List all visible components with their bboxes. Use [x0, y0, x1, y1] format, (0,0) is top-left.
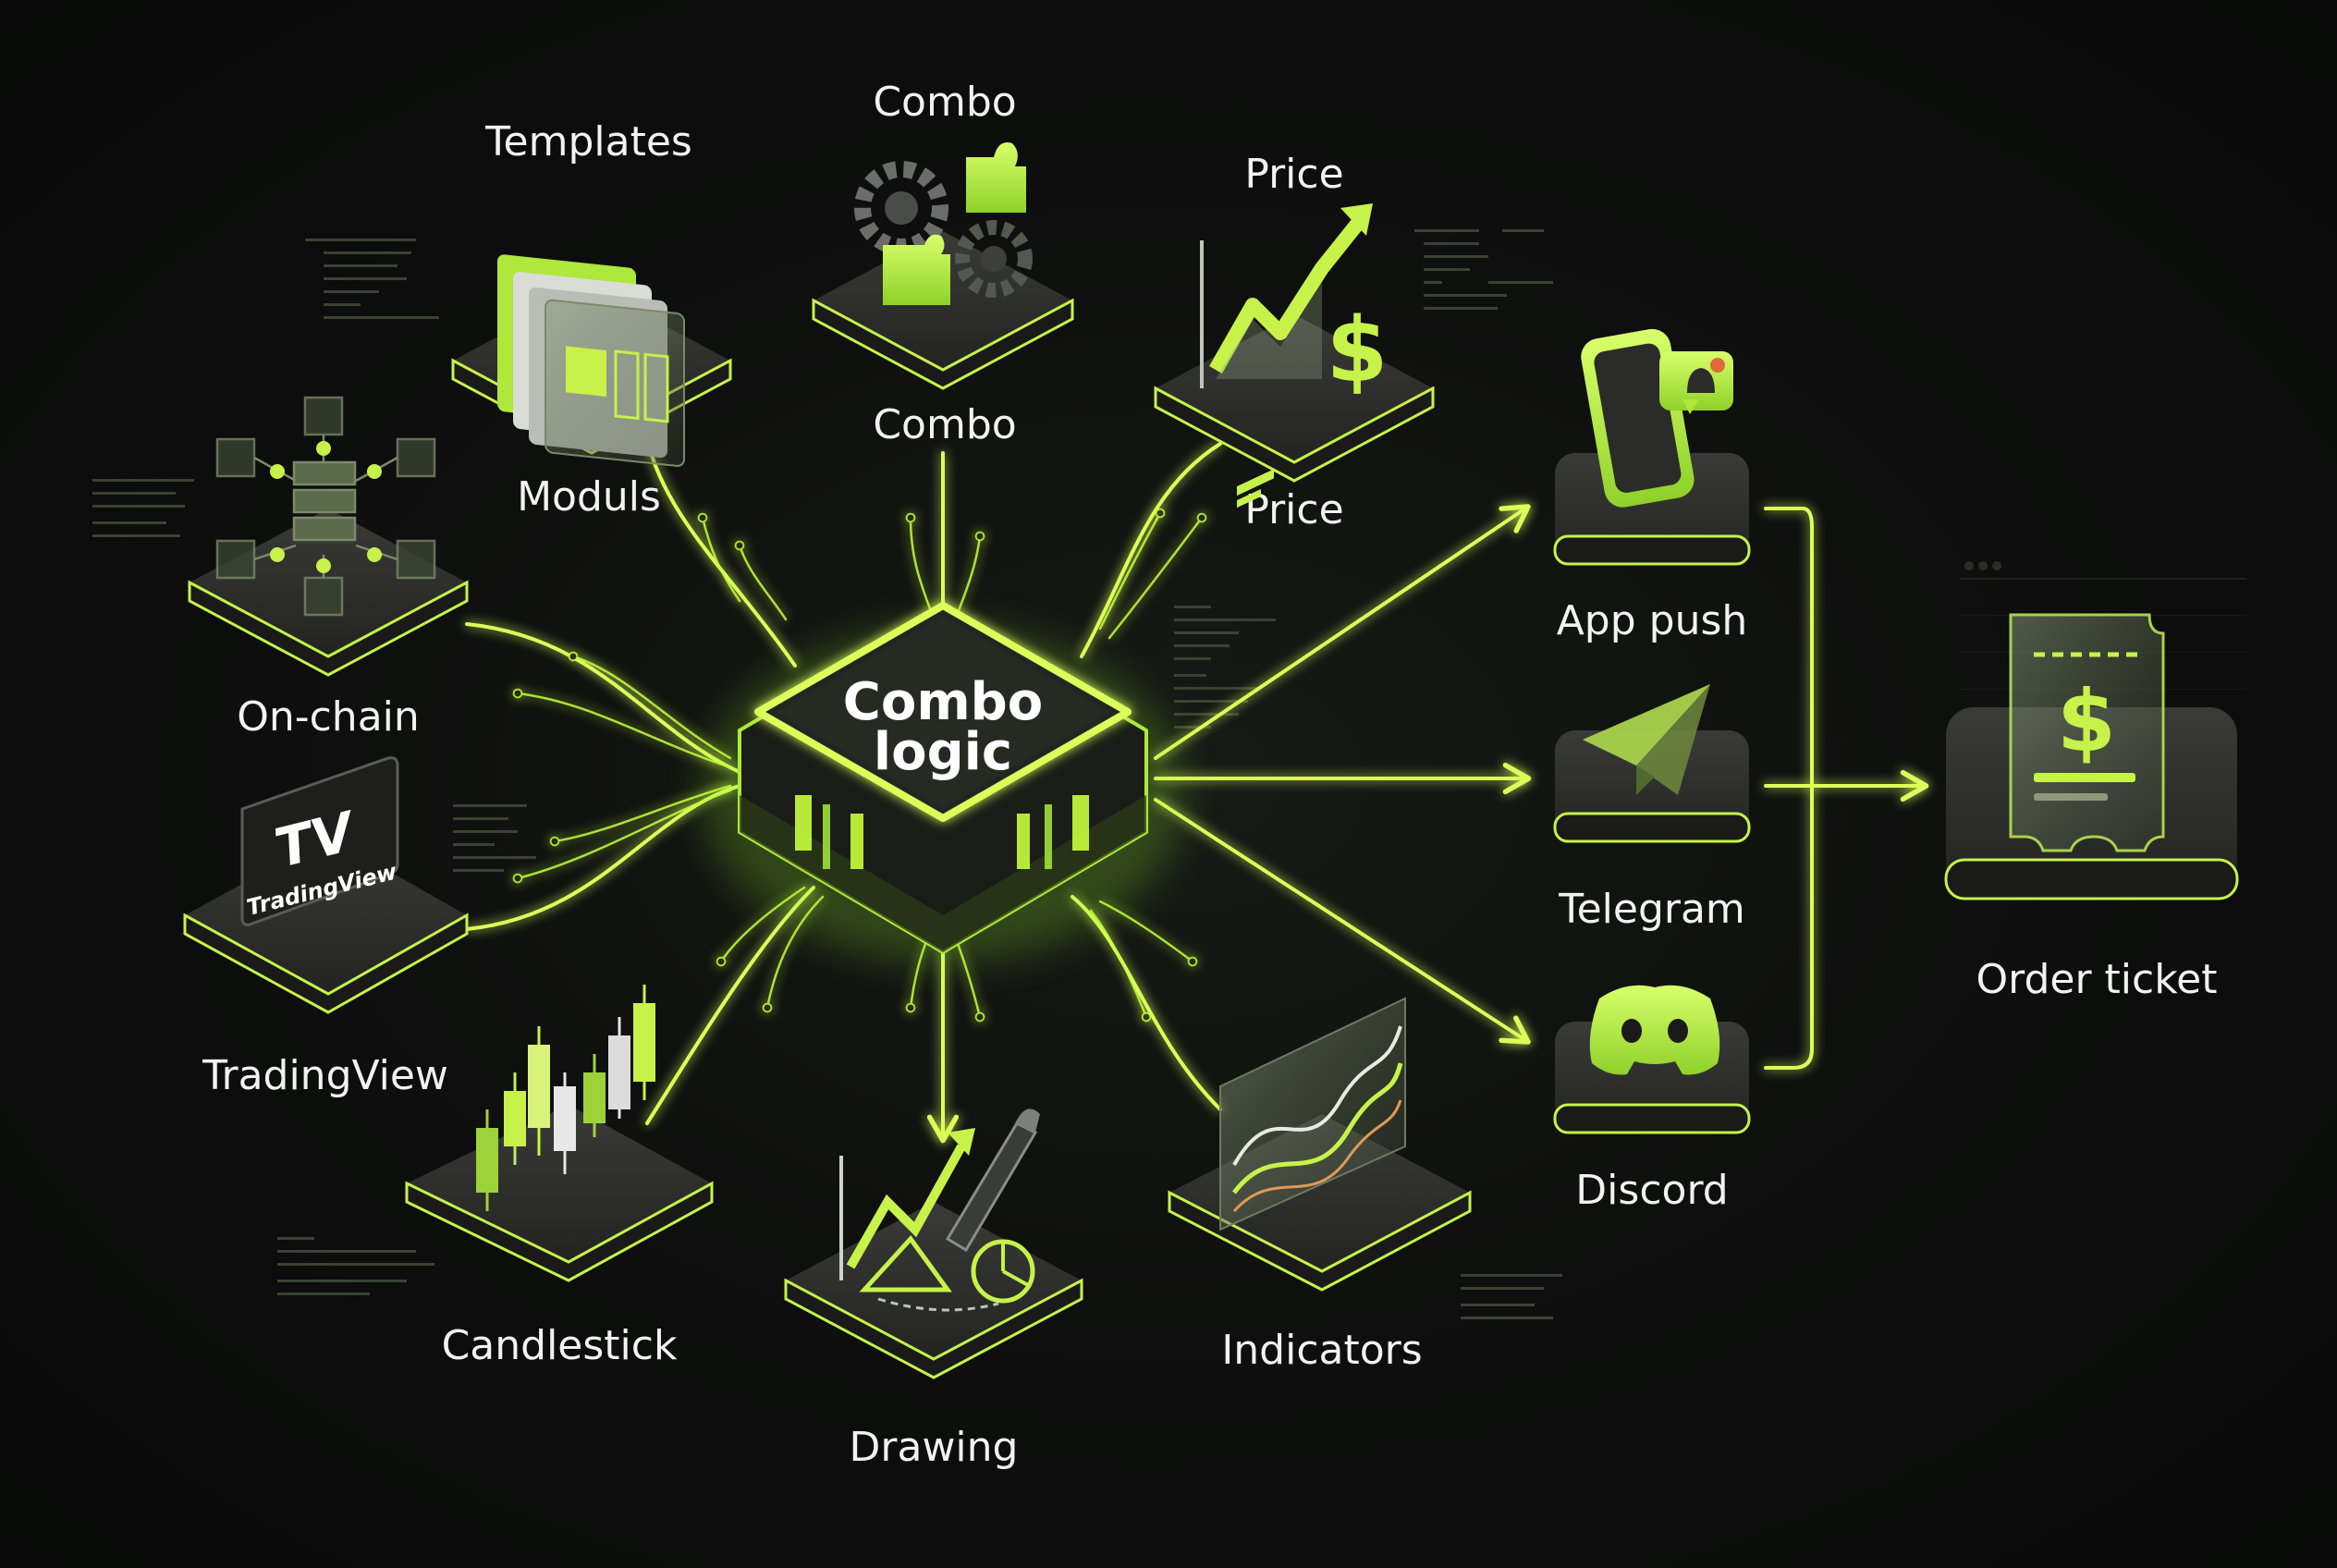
hub-label-line1: Combo: [843, 672, 1043, 732]
ticket-dollar-icon: $: [2057, 672, 2116, 771]
hub-circuit-glow: [795, 795, 1089, 869]
price-node[interactable]: $ Price Price: [1154, 151, 1435, 533]
candlestick-node[interactable]: Candlestick: [405, 985, 714, 1369]
drawing-label: Drawing: [850, 1424, 1019, 1471]
combo-logic-hub: Combo logic: [703, 602, 1183, 962]
order-ticket-label: Order ticket: [1976, 956, 2218, 1003]
templates-node[interactable]: Templates Moduls: [451, 118, 732, 521]
price-top-label: Price: [1244, 151, 1343, 198]
templates-label: Templates: [484, 118, 692, 165]
discord-label: Discord: [1575, 1167, 1728, 1214]
app-push-label: App push: [1557, 597, 1748, 644]
telegram-label: Telegram: [1558, 886, 1745, 933]
blockchain-network-icon: [215, 396, 436, 617]
tradingview-node[interactable]: TV TradingView TradingView: [183, 756, 469, 1099]
indicators-label: Indicators: [1221, 1327, 1422, 1374]
tradingview-label: TradingView: [202, 1052, 448, 1099]
price-dollar-icon: $: [1327, 299, 1389, 402]
moduls-label: Moduls: [517, 473, 661, 521]
price-bottom-label: Price: [1244, 486, 1343, 533]
puzzle-piece-icon: [883, 142, 1026, 305]
price-trend-icon: $: [1200, 203, 1389, 402]
telegram-node[interactable]: Telegram: [1553, 684, 1751, 933]
blockchain-node-dots: [270, 441, 382, 573]
folder-icon: [497, 254, 685, 467]
ticket-icon: $: [2009, 613, 2165, 852]
onchain-label: On-chain: [237, 693, 420, 741]
discord-node[interactable]: Discord: [1553, 985, 1751, 1214]
drawing-node[interactable]: Drawing: [784, 1109, 1083, 1471]
telegram-paper-plane-icon: [1583, 684, 1710, 795]
candlestick-chart-icon: [476, 985, 655, 1211]
indicator-lines-icon: [1219, 469, 1406, 1231]
order-ticket-node[interactable]: $ Order ticket: [1944, 561, 2246, 1003]
output-connections: [1154, 504, 1929, 1070]
app-push-node[interactable]: App push: [1553, 326, 1751, 644]
candlestick-label: Candlestick: [442, 1322, 678, 1369]
combo-top-label: Combo: [873, 79, 1016, 126]
discord-logo-icon: [1589, 985, 1720, 1075]
drawing-tools-icon: [839, 1109, 1040, 1312]
indicators-node[interactable]: Indicators: [1168, 469, 1472, 1374]
combo-node[interactable]: Combo Combo: [812, 79, 1074, 448]
onchain-node[interactable]: On-chain: [188, 396, 469, 741]
combo-bottom-label: Combo: [873, 401, 1016, 448]
notification-bell-icon: [1659, 351, 1733, 414]
decorative-code-snippets: [92, 229, 1562, 1319]
hub-label-line2: logic: [874, 722, 1012, 782]
